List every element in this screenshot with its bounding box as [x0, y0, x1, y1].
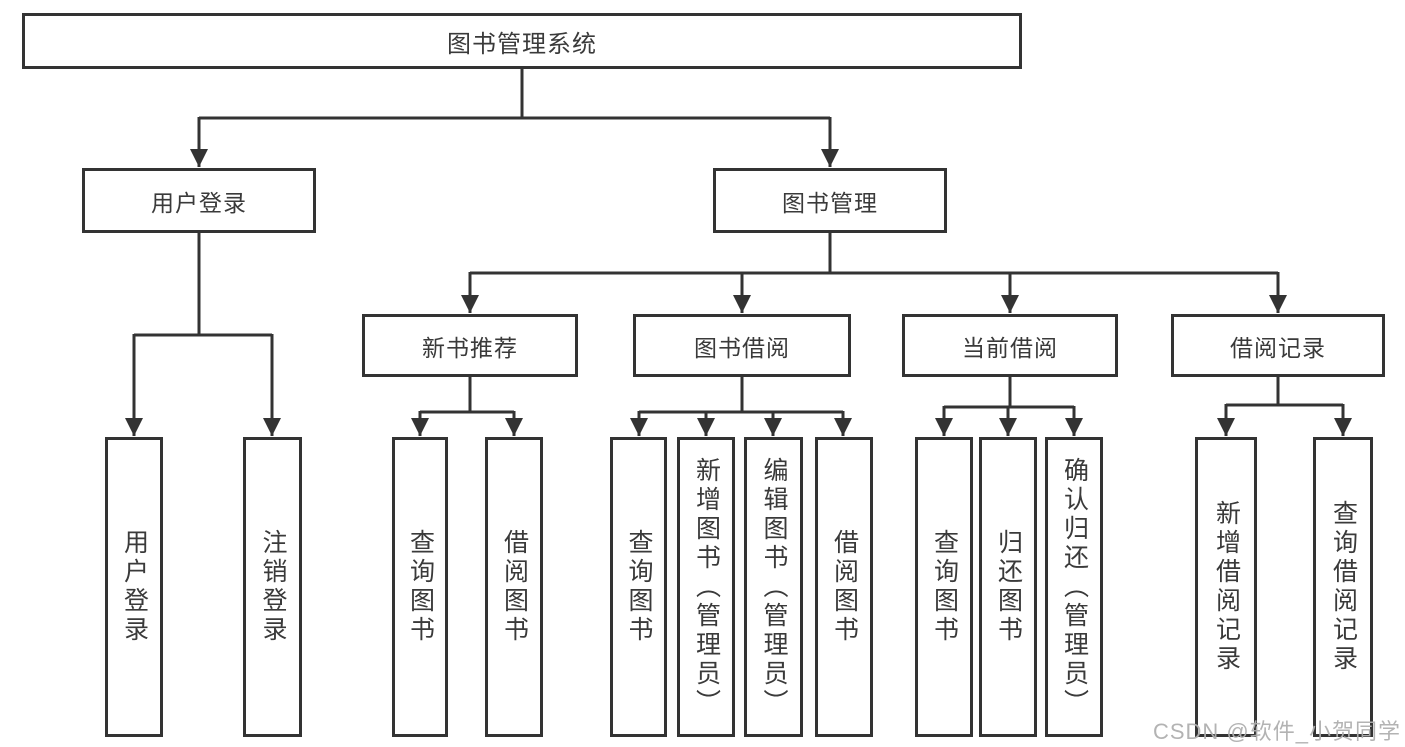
node-label: 图书借阅 — [694, 334, 790, 361]
leaf-query-books-recommend: 查询图书 — [392, 437, 448, 737]
edge-borrowing-records-trunk — [1226, 377, 1343, 407]
leaf-query-books-borrowing: 查询图书 — [610, 437, 667, 737]
node-label: 图书管理系统 — [447, 30, 597, 58]
leaf-return-books: 归还图书 — [979, 437, 1037, 737]
node-label: 借阅图书 — [500, 529, 529, 645]
edge-user-login-trunk — [134, 233, 272, 337]
node-label: 确认归还（管理员） — [1060, 456, 1089, 718]
node-label: 图书管理 — [782, 189, 878, 216]
node-book-management: 图书管理 — [713, 168, 947, 233]
leaf-confirm-return-admin: 确认归还（管理员） — [1045, 437, 1103, 737]
node-label: 借阅记录 — [1230, 334, 1326, 361]
leaf-query-books-current: 查询图书 — [915, 437, 973, 737]
node-borrowing-records: 借阅记录 — [1171, 314, 1385, 377]
leaf-query-borrow-record: 查询借阅记录 — [1313, 437, 1373, 737]
node-label: 借阅图书 — [830, 529, 859, 645]
node-label: 新书推荐 — [422, 334, 518, 361]
leaf-logout: 注销登录 — [243, 437, 302, 737]
edge-root-trunk — [199, 68, 830, 120]
node-new-book-recommendation: 新书推荐 — [362, 314, 578, 377]
node-label: 当前借阅 — [962, 334, 1058, 361]
leaf-add-book-admin: 新增图书（管理员） — [677, 437, 735, 737]
edge-book-mgmt-trunk — [470, 233, 1278, 275]
edge-book-borrowing-trunk — [639, 377, 843, 414]
node-label: 归还图书 — [994, 529, 1023, 645]
node-label: 注销登录 — [259, 529, 287, 645]
leaf-borrow-books-borrowing: 借阅图书 — [815, 437, 873, 737]
node-label: 查询图书 — [625, 529, 653, 645]
node-book-borrowing: 图书借阅 — [633, 314, 851, 377]
node-current-borrowing: 当前借阅 — [902, 314, 1118, 377]
leaf-borrow-books-recommend: 借阅图书 — [485, 437, 543, 737]
node-label: 编辑图书（管理员） — [760, 456, 788, 718]
leaf-user-login: 用户登录 — [105, 437, 163, 737]
node-label: 用户登录 — [151, 189, 247, 216]
node-user-login: 用户登录 — [82, 168, 316, 233]
node-library-management-system: 图书管理系统 — [22, 13, 1022, 69]
node-label: 查询图书 — [406, 529, 435, 645]
node-label: 查询图书 — [930, 529, 959, 645]
edge-current-borrowing-trunk — [944, 377, 1074, 409]
node-label: 查询借阅记录 — [1329, 500, 1358, 674]
edge-new-book-rec-trunk — [420, 377, 514, 414]
node-label: 新增借阅记录 — [1212, 500, 1241, 674]
leaf-add-borrow-record: 新增借阅记录 — [1195, 437, 1257, 737]
leaf-edit-book-admin: 编辑图书（管理员） — [744, 437, 803, 737]
node-label: 用户登录 — [120, 529, 149, 645]
node-label: 新增图书（管理员） — [692, 456, 721, 718]
csdn-watermark: CSDN @软件_小贺同学 — [1152, 719, 1401, 744]
